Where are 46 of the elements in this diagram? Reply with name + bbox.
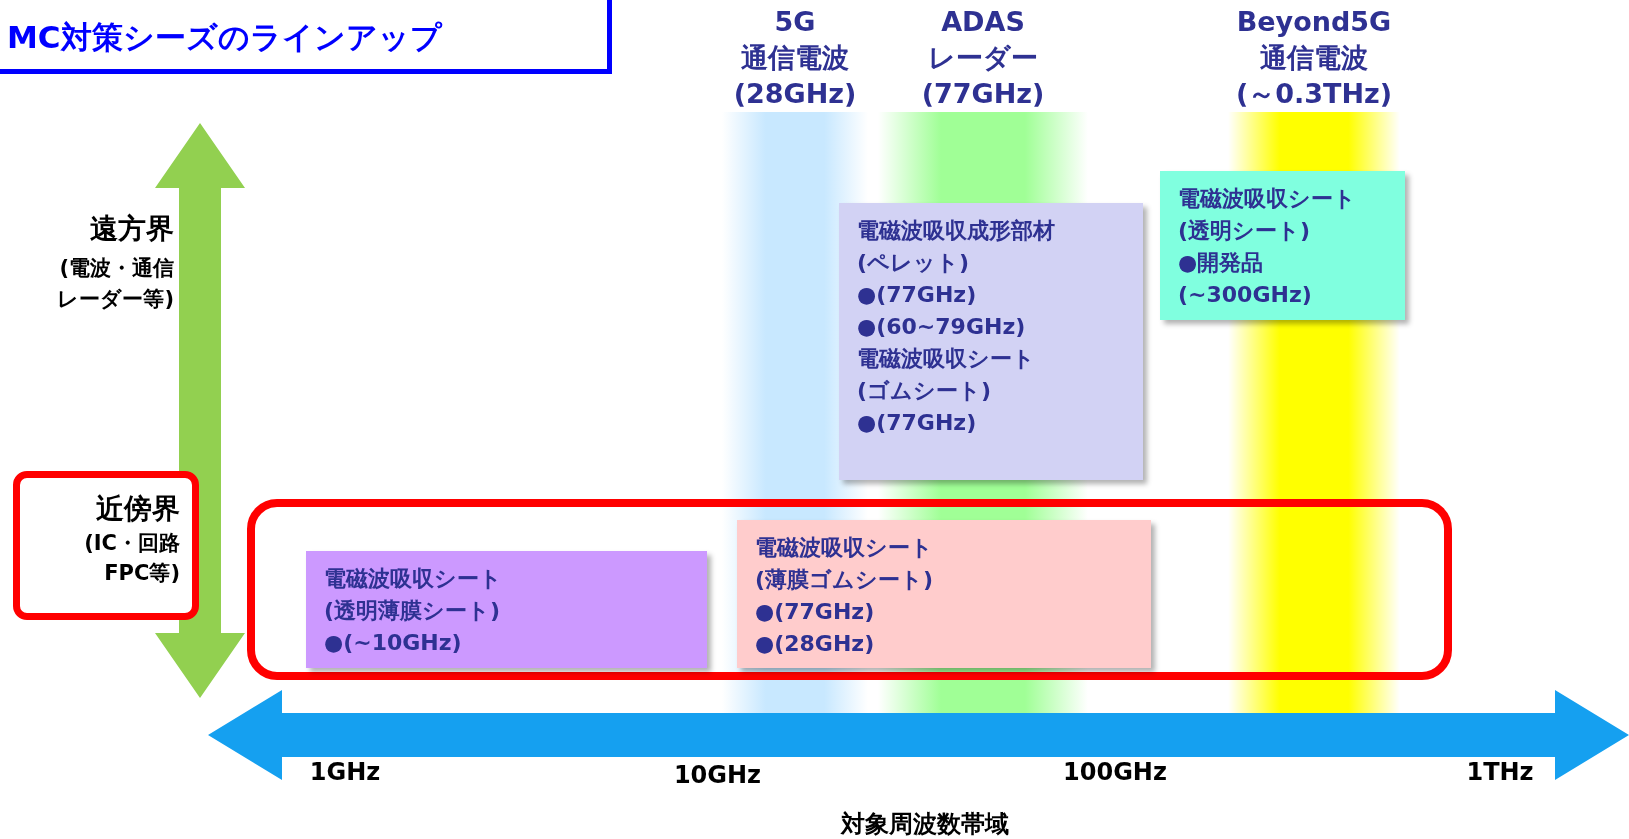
band-label: (～0.3THz) <box>1234 77 1394 111</box>
product-text: ●(28GHz) <box>755 630 876 658</box>
axis-label: (電波・通信 <box>58 255 174 282</box>
product-text: 電磁波吸収シート <box>324 565 503 593</box>
band-label: Beyond5G <box>1235 5 1393 39</box>
product-text: ●(77GHz) <box>755 598 876 626</box>
product-box <box>737 520 1151 668</box>
product-text: (透明シート) <box>1178 217 1312 245</box>
product-box <box>839 203 1143 480</box>
product-text: (薄膜ゴムシート) <box>755 566 935 594</box>
tick-label: 10GHz <box>672 761 763 789</box>
product-box <box>1160 171 1405 320</box>
tick-label: 1GHz <box>308 758 382 786</box>
product-text: 電磁波吸収シート <box>755 534 934 562</box>
band-label: 通信電波 <box>740 41 850 75</box>
product-box <box>306 551 707 668</box>
band-label: 通信電波 <box>1259 41 1369 75</box>
band-label: レーダー <box>927 41 1039 75</box>
band-label: ADAS <box>940 5 1026 39</box>
product-text: ●開発品 <box>1178 249 1265 277</box>
group-frame <box>247 499 1452 680</box>
band-label: (28GHz) <box>732 77 858 111</box>
category-label: FPC等) <box>103 560 180 587</box>
product-text: 電磁波吸収シート <box>857 345 1036 373</box>
product-text: ●(77GHz) <box>857 409 978 437</box>
product-text: ●(~10GHz) <box>324 629 463 657</box>
band-label: 5G <box>773 5 817 39</box>
tick-label: 100GHz <box>1062 758 1168 786</box>
title-box <box>0 0 612 74</box>
axis-title: 対象周波数帯域 <box>839 809 1010 839</box>
tick-label: 1THz <box>1465 758 1535 786</box>
product-text: ●(60~79GHz) <box>857 313 1027 341</box>
axis-label: レーダー等) <box>56 286 174 313</box>
category-label: 近傍界 <box>95 491 180 527</box>
product-text: (透明薄膜シート) <box>324 597 502 625</box>
product-text: (~300GHz) <box>1178 281 1313 309</box>
product-text: 電磁波吸収成形部材 <box>857 217 1056 245</box>
title-text: MC対策シーズのラインアップ <box>7 18 442 57</box>
product-text: 電磁波吸収シート <box>1178 185 1357 213</box>
category-box <box>13 471 199 620</box>
product-text: (ゴムシート) <box>857 377 993 405</box>
product-text: ●(77GHz) <box>857 281 978 309</box>
product-text: (ペレット) <box>857 249 971 277</box>
axis-label: 遠方界 <box>89 211 174 247</box>
band-label: (77GHz) <box>920 77 1046 111</box>
category-label: (IC・回路 <box>83 530 180 557</box>
